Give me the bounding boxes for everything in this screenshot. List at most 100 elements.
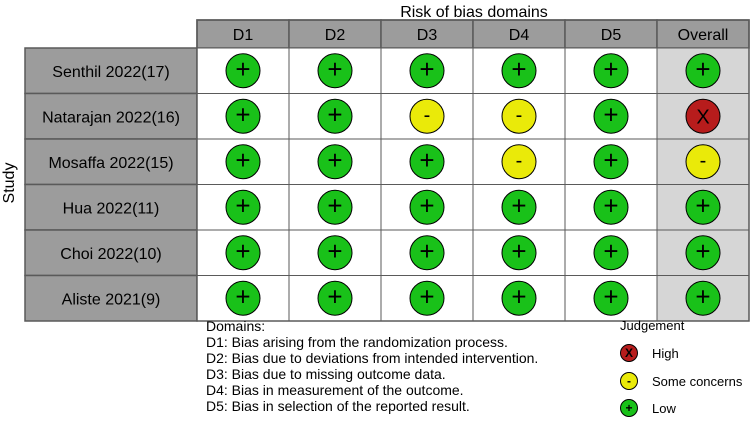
judgement-dot-low bbox=[225, 53, 261, 89]
judgement-dot-low bbox=[225, 189, 261, 225]
judgement-dot-some bbox=[501, 98, 537, 134]
judgement-dot-low bbox=[225, 280, 261, 316]
judgement-symbol: + bbox=[235, 145, 250, 175]
judgement-legend-title: Judgement bbox=[620, 318, 685, 333]
judgement-dot-low bbox=[317, 98, 353, 134]
column-header-label: D5 bbox=[601, 27, 622, 44]
judgement-dot-some bbox=[409, 98, 445, 134]
domain-description: D1: Bias arising from the randomization … bbox=[206, 334, 508, 350]
judgement-symbol: + bbox=[695, 236, 710, 266]
judgement-dot-low bbox=[225, 144, 261, 180]
judgement-dot-low bbox=[501, 53, 537, 89]
judgement-symbol: - bbox=[516, 150, 523, 172]
judgement-symbol: - bbox=[516, 104, 523, 126]
chart-title: Risk of bias domains bbox=[400, 4, 548, 21]
judgement-symbol: - bbox=[700, 150, 707, 172]
column-header-cell bbox=[564, 19, 658, 49]
domains-legend: Domains: D1: Bias arising from the rando… bbox=[206, 318, 538, 414]
judgement-dot-low bbox=[593, 144, 629, 180]
judgement-symbol: X bbox=[696, 106, 709, 128]
column-header-label: Overall bbox=[678, 27, 729, 44]
judgement-dot-low bbox=[593, 280, 629, 316]
judgement-dot-low bbox=[317, 189, 353, 225]
judgement-symbol: + bbox=[695, 190, 710, 220]
judgement-symbol: + bbox=[327, 145, 342, 175]
judgement-dot-low bbox=[593, 189, 629, 225]
judgement-legend-low: + Low bbox=[620, 398, 676, 418]
judgement-symbol: + bbox=[235, 281, 250, 311]
judgement-dot-low bbox=[317, 280, 353, 316]
judgement-dot-low bbox=[317, 235, 353, 271]
judgement-dot-low bbox=[685, 189, 721, 225]
judgement-symbol: + bbox=[327, 236, 342, 266]
column-header-cell bbox=[196, 19, 290, 49]
judgement-symbol: + bbox=[695, 281, 710, 311]
judgement-symbol: + bbox=[235, 190, 250, 220]
judgement-dot-low bbox=[409, 235, 445, 271]
domain-description: D4: Bias in measurement of the outcome. bbox=[206, 382, 464, 398]
judgement-dot-low bbox=[225, 98, 261, 134]
low-risk-icon: + bbox=[620, 399, 638, 417]
judgement-symbol: + bbox=[419, 145, 434, 175]
judgement-symbol: + bbox=[419, 281, 434, 311]
column-header-cell bbox=[656, 19, 750, 49]
column-header-label: D4 bbox=[509, 27, 530, 44]
judgement-dot-low bbox=[501, 189, 537, 225]
study-label: Hua 2022(11) bbox=[63, 200, 160, 217]
judgement-symbol: + bbox=[419, 236, 434, 266]
study-label: Choi 2022(10) bbox=[60, 246, 161, 263]
judgement-symbol: + bbox=[511, 54, 526, 84]
judgement-symbol: + bbox=[235, 54, 250, 84]
judgement-symbol: + bbox=[603, 236, 618, 266]
domain-description: D3: Bias due to missing outcome data. bbox=[206, 366, 446, 382]
study-label: Senthil 2022(17) bbox=[52, 64, 169, 81]
judgement-dot-low bbox=[593, 98, 629, 134]
study-label: Natarajan 2022(16) bbox=[42, 109, 180, 126]
judgement-symbol: + bbox=[419, 54, 434, 84]
study-label-cell bbox=[24, 183, 198, 231]
judgement-dot-low bbox=[685, 53, 721, 89]
grid-border bbox=[196, 19, 750, 322]
judgement-symbol: + bbox=[327, 281, 342, 311]
judgement-symbol: + bbox=[603, 54, 618, 84]
judgement-symbol: + bbox=[603, 190, 618, 220]
domain-description: D2: Bias due to deviations from intended… bbox=[206, 350, 539, 366]
judgement-symbol: + bbox=[695, 54, 710, 84]
column-header-label: D2 bbox=[325, 27, 346, 44]
judgement-dot-low bbox=[409, 144, 445, 180]
judgement-symbol: - bbox=[424, 104, 431, 126]
judgement-dot-low bbox=[409, 53, 445, 89]
column-header-label: D3 bbox=[417, 27, 438, 44]
judgement-legend-some: - Some concerns bbox=[620, 371, 742, 391]
study-label-cell bbox=[24, 47, 198, 95]
column-header-label: D1 bbox=[233, 27, 254, 44]
column-header-cell bbox=[380, 19, 474, 49]
judgement-dot-low bbox=[317, 53, 353, 89]
legend-label-high: High bbox=[652, 345, 679, 361]
judgement-dot-some bbox=[501, 144, 537, 180]
judgement-dot-low bbox=[501, 280, 537, 316]
judgement-symbol: + bbox=[419, 190, 434, 220]
judgement-dot-low bbox=[685, 235, 721, 271]
judgement-dot-low bbox=[409, 280, 445, 316]
judgement-symbol: + bbox=[511, 190, 526, 220]
judgement-dot-low bbox=[593, 53, 629, 89]
judgement-dot-low bbox=[685, 280, 721, 316]
judgement-symbol: + bbox=[511, 236, 526, 266]
judgement-dot-low bbox=[225, 235, 261, 271]
judgement-dot-some bbox=[685, 144, 721, 180]
judgement-symbol: + bbox=[603, 281, 618, 311]
study-label: Aliste 2021(9) bbox=[62, 291, 161, 308]
judgement-dot-low bbox=[501, 235, 537, 271]
judgement-symbol: + bbox=[327, 99, 342, 129]
judgement-legend-high: X High bbox=[620, 343, 679, 363]
legend-label-low: Low bbox=[652, 400, 676, 416]
y-axis-label: Study bbox=[1, 163, 18, 204]
domains-heading: Domains: bbox=[206, 318, 266, 334]
high-risk-icon: X bbox=[620, 344, 638, 362]
domain-description: D5: Bias in selection of the reported re… bbox=[206, 398, 470, 414]
judgement-dot-high bbox=[685, 98, 721, 134]
some-concerns-icon: - bbox=[620, 372, 638, 390]
